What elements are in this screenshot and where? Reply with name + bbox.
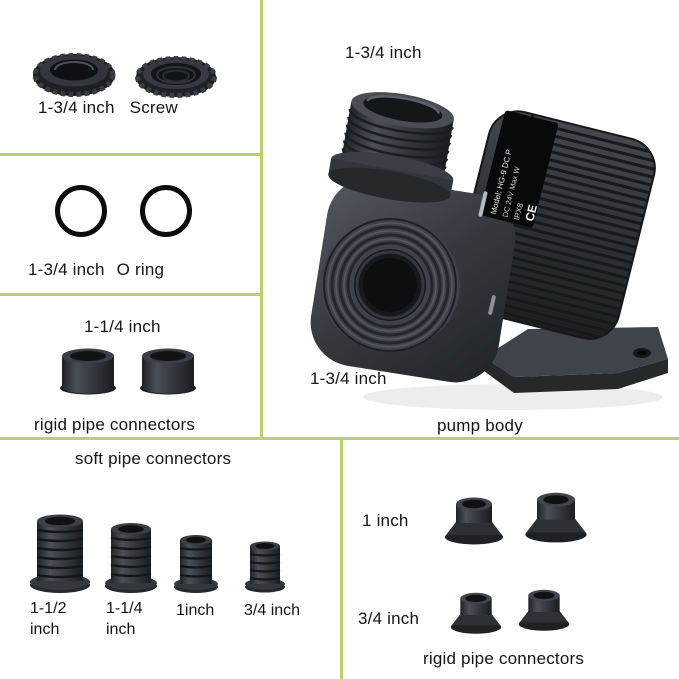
soft-caption: soft pipe connectors [75,449,232,468]
oring-image-2 [140,185,192,237]
divider-v-bottom [340,440,343,679]
rigid-bottom-row1-label: 1 inch [362,511,409,530]
pump-label-sticker: Model: HG-9 DC P DC 24V Max W IPX8 CE [479,110,559,228]
screw-name-text: Screw [129,98,178,117]
screw-size-text: 1-3/4 inch [38,98,115,117]
soft-connector-image-4 [245,541,285,593]
rigid-cup-image-3 [450,592,502,634]
soft-connector-image-1 [30,514,90,593]
screw-nut-image-2 [135,56,217,98]
divider-h-screws [0,153,262,156]
pump-vent-slit-1 [478,191,488,217]
rigid-connector-image-2 [140,348,196,395]
oring-image-1 [55,185,107,237]
rigid-cup-image-4 [518,589,570,631]
soft-size-2-line1: 1-1/4 [106,600,143,617]
pump-front-inlet [320,218,460,352]
sticker-ip-text: IPX8 [512,202,525,222]
divider-h-orings [0,293,262,296]
divider-v-left-column [260,0,263,440]
sticker-ce-mark: CE [522,203,540,223]
oring-size-text: 1-3/4 inch [28,260,105,279]
soft-size-label-1: 1-1/2 inch [30,598,66,640]
pump-base-plate [484,327,668,393]
pump-body-image: Model: HG-9 DC P DC 24V Max W IPX8 CE [310,92,668,410]
soft-size-label-3: 1inch [176,602,215,619]
soft-size-1-line1: 1-1/2 [30,600,67,617]
rigid-caption: rigid pipe connectors [34,415,196,434]
rigid-bottom-row2-label: 3/4 inch [358,609,420,628]
pump-caption: pump body [437,416,523,435]
rigid-cup-image-1 [445,497,503,545]
soft-size-label-2: 1-1/4 inch [106,598,142,640]
soft-size-1-line2: inch [30,621,60,638]
soft-connector-image-2 [105,523,157,593]
soft-connector-image-3 [174,535,218,593]
divider-h-bottom [0,437,679,440]
rigid-bottom-caption: rigid pipe connectors [423,649,585,668]
screw-label: 1-3/4 inch Screw [38,98,178,118]
rigid-size-label: 1-1/4 inch [84,317,161,336]
screw-nut-image-1 [32,53,116,97]
pump-top-port-label: 1-3/4 inch [345,43,422,62]
pump-top-port [328,92,454,203]
oring-label: 1-3/4 inch O ring [28,260,164,280]
soft-size-label-4: 3/4 inch [244,602,301,619]
pump-front-port-label: 1-3/4 inch [310,369,387,388]
pump-vent-slit-2 [488,295,496,315]
soft-size-2-line2: inch [106,621,136,638]
oring-name-text: O ring [116,260,165,279]
rigid-cup-image-2 [525,492,587,543]
rigid-connector-image-1 [60,348,116,395]
